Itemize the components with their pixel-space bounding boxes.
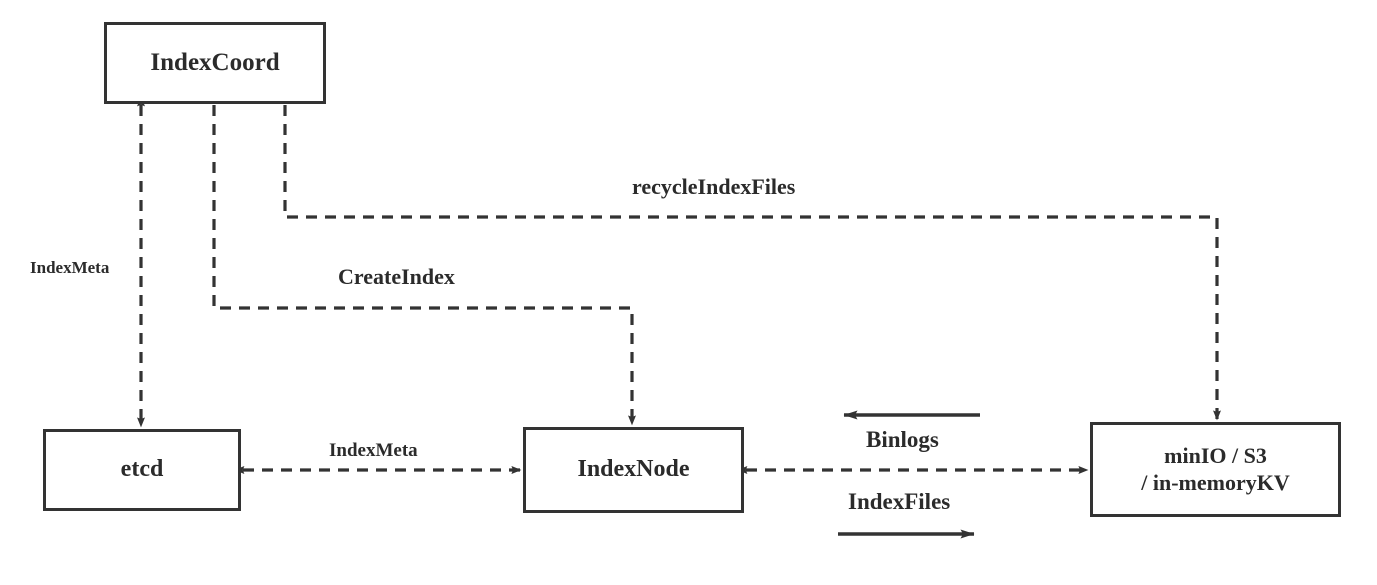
edge-indexcoord-indexnode [212,105,636,426]
edge-label-recycleindexfiles: recycleIndexFiles [632,174,796,199]
edge-label-binlogs: Binlogs [866,427,939,452]
node-minio-label-line1: minIO / S3 [1164,442,1267,468]
node-indexnode[interactable]: IndexNode [523,427,744,513]
node-etcd[interactable]: etcd [43,429,241,511]
node-indexnode-label: IndexNode [577,456,690,483]
edge-label-indexfiles: IndexFiles [848,489,951,514]
node-indexcoord-label: IndexCoord [150,48,280,76]
edge-label-indexmeta-etcd-indexnode: IndexMeta [329,440,418,461]
node-minio-label-line2: / in-memoryKV [1141,469,1290,495]
edge-label-createindex: CreateIndex [338,264,455,289]
node-minio[interactable]: minIO / S3 / in-memoryKV [1090,422,1341,517]
node-etcd-label: etcd [120,456,164,483]
edge-indexcoord-minio [283,105,1221,421]
node-indexcoord[interactable]: IndexCoord [104,22,326,104]
edge-label-indexmeta-indexcoord-etcd: IndexMeta [30,258,110,277]
